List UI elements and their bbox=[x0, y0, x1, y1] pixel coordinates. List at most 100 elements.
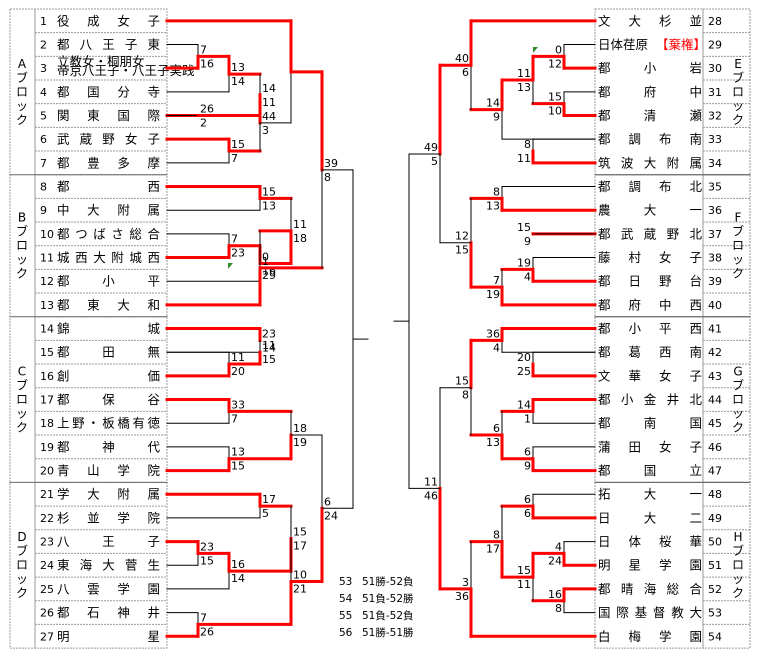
score-bottom: 11 bbox=[517, 152, 531, 165]
team-name: 都小金井北 bbox=[598, 392, 702, 407]
team-number: 47 bbox=[708, 465, 722, 478]
score-bottom: 11 bbox=[262, 96, 276, 109]
score-top: 11 bbox=[293, 218, 307, 231]
score-top: 11 bbox=[424, 475, 438, 488]
score-bottom: 14 bbox=[231, 572, 245, 585]
team-name: 白梅学園 bbox=[598, 629, 702, 644]
score-bottom: 14 bbox=[262, 341, 276, 354]
team-number: 43 bbox=[708, 370, 722, 383]
score-bottom: 7 bbox=[231, 152, 238, 165]
team-number: 50 bbox=[708, 536, 722, 549]
legend-text: 51勝-51勝 bbox=[362, 626, 414, 639]
score-top: 11 bbox=[262, 339, 276, 352]
team-name: 日体桜華 bbox=[598, 534, 702, 549]
score-top: 12 bbox=[455, 230, 469, 243]
team-number: 16 bbox=[40, 370, 54, 383]
team-name: 都府中 bbox=[598, 84, 702, 99]
team-number: 54 bbox=[708, 630, 722, 643]
block-label-char: ブ bbox=[16, 70, 28, 85]
block-label-char: ッ bbox=[16, 407, 28, 421]
block-label-char: ッ bbox=[16, 572, 28, 586]
team-number: 40 bbox=[708, 299, 722, 312]
score-bottom: 21 bbox=[293, 583, 307, 596]
score-bottom: 1 bbox=[524, 412, 531, 425]
team-number: 20 bbox=[40, 465, 54, 478]
team-name: 上野・板橋有徳 bbox=[57, 416, 160, 431]
score-top: 15 bbox=[548, 91, 562, 104]
score-top: 15 bbox=[517, 564, 531, 577]
team-number: 44 bbox=[708, 394, 722, 407]
legend-text: 51負-52負 bbox=[362, 610, 414, 622]
score-top: 7 bbox=[200, 611, 207, 624]
score-top: 13 bbox=[231, 446, 245, 459]
score-bottom: 12 bbox=[548, 57, 562, 70]
score-top: 0 bbox=[262, 250, 269, 263]
legend-number: 56 bbox=[339, 627, 353, 639]
score-top: 1 bbox=[262, 255, 269, 268]
block-label-char: ロ bbox=[16, 239, 28, 253]
team-name: 武蔵野女子 bbox=[57, 132, 160, 147]
score-bottom: 4 bbox=[524, 270, 531, 283]
team-number: 15 bbox=[40, 346, 54, 359]
team-number: 52 bbox=[708, 583, 722, 596]
block-label-char: ッ bbox=[732, 407, 744, 421]
score-top: 16 bbox=[548, 588, 562, 601]
team-number: 22 bbox=[40, 512, 54, 525]
block-label-char: ッ bbox=[732, 99, 744, 113]
score-top: 14 bbox=[262, 82, 276, 95]
team-number: 48 bbox=[708, 488, 722, 501]
team-name: 筑波大附属 bbox=[598, 155, 702, 170]
team-name: 学大附属 bbox=[57, 487, 160, 502]
score-top: 7 bbox=[231, 233, 238, 246]
block-label-char: ブ bbox=[732, 543, 744, 558]
team-number: 37 bbox=[708, 228, 722, 241]
score-bottom: 5 bbox=[431, 155, 438, 168]
team-number: 19 bbox=[40, 441, 54, 454]
team-name: 役成女子 bbox=[57, 13, 160, 28]
team-name: 都武蔵野北 bbox=[598, 226, 702, 241]
score-top: 23 bbox=[262, 327, 276, 340]
score-bottom: 9 bbox=[524, 235, 531, 248]
block-label-char: ブ bbox=[16, 224, 28, 239]
score-bottom: 18 bbox=[293, 232, 307, 245]
score-top: 15 bbox=[455, 375, 469, 388]
block-label-char: ブ bbox=[16, 378, 28, 393]
score-top: 0 bbox=[555, 43, 562, 56]
score-bottom: 5 bbox=[262, 507, 269, 520]
team-number: 7 bbox=[40, 157, 47, 170]
team-name: 国際基督教大 bbox=[598, 605, 702, 620]
team-number: 5 bbox=[40, 110, 47, 123]
forfeit-flag-icon bbox=[228, 263, 233, 269]
score-top: 6 bbox=[493, 422, 500, 435]
team-number: 28 bbox=[708, 15, 722, 28]
score-bottom: 46 bbox=[424, 489, 438, 502]
team-number: 17 bbox=[40, 394, 54, 407]
team-name: 城西大附城西 bbox=[57, 250, 160, 265]
score-bottom: 13 bbox=[517, 81, 531, 94]
team-name: 都小岩 bbox=[598, 61, 702, 76]
team-name: 都東大和 bbox=[57, 297, 160, 312]
score-bottom: 6 bbox=[462, 66, 469, 79]
team-number: 13 bbox=[40, 299, 54, 312]
score-bottom: 17 bbox=[293, 540, 307, 553]
team-name: 杉並学院 bbox=[57, 510, 160, 525]
score-bottom: 9 bbox=[524, 460, 531, 473]
team-number: 25 bbox=[40, 583, 54, 596]
block-label-char: ブ bbox=[732, 378, 744, 393]
block-label-char: ク bbox=[732, 586, 744, 600]
team-name: 八雲学園 bbox=[57, 581, 160, 596]
score-bottom: 19 bbox=[293, 436, 307, 449]
score-top: 10 bbox=[293, 569, 307, 582]
left-table-frame bbox=[9, 8, 168, 649]
score-bottom: 13 bbox=[486, 199, 500, 212]
score-top: 13 bbox=[231, 61, 245, 74]
team-name: 東海大菅生 bbox=[57, 558, 160, 573]
team-number: 6 bbox=[40, 133, 47, 146]
team-name: 関東国際 bbox=[57, 108, 160, 123]
score-bottom: 8 bbox=[555, 602, 562, 615]
team-number: 3 bbox=[40, 62, 47, 75]
